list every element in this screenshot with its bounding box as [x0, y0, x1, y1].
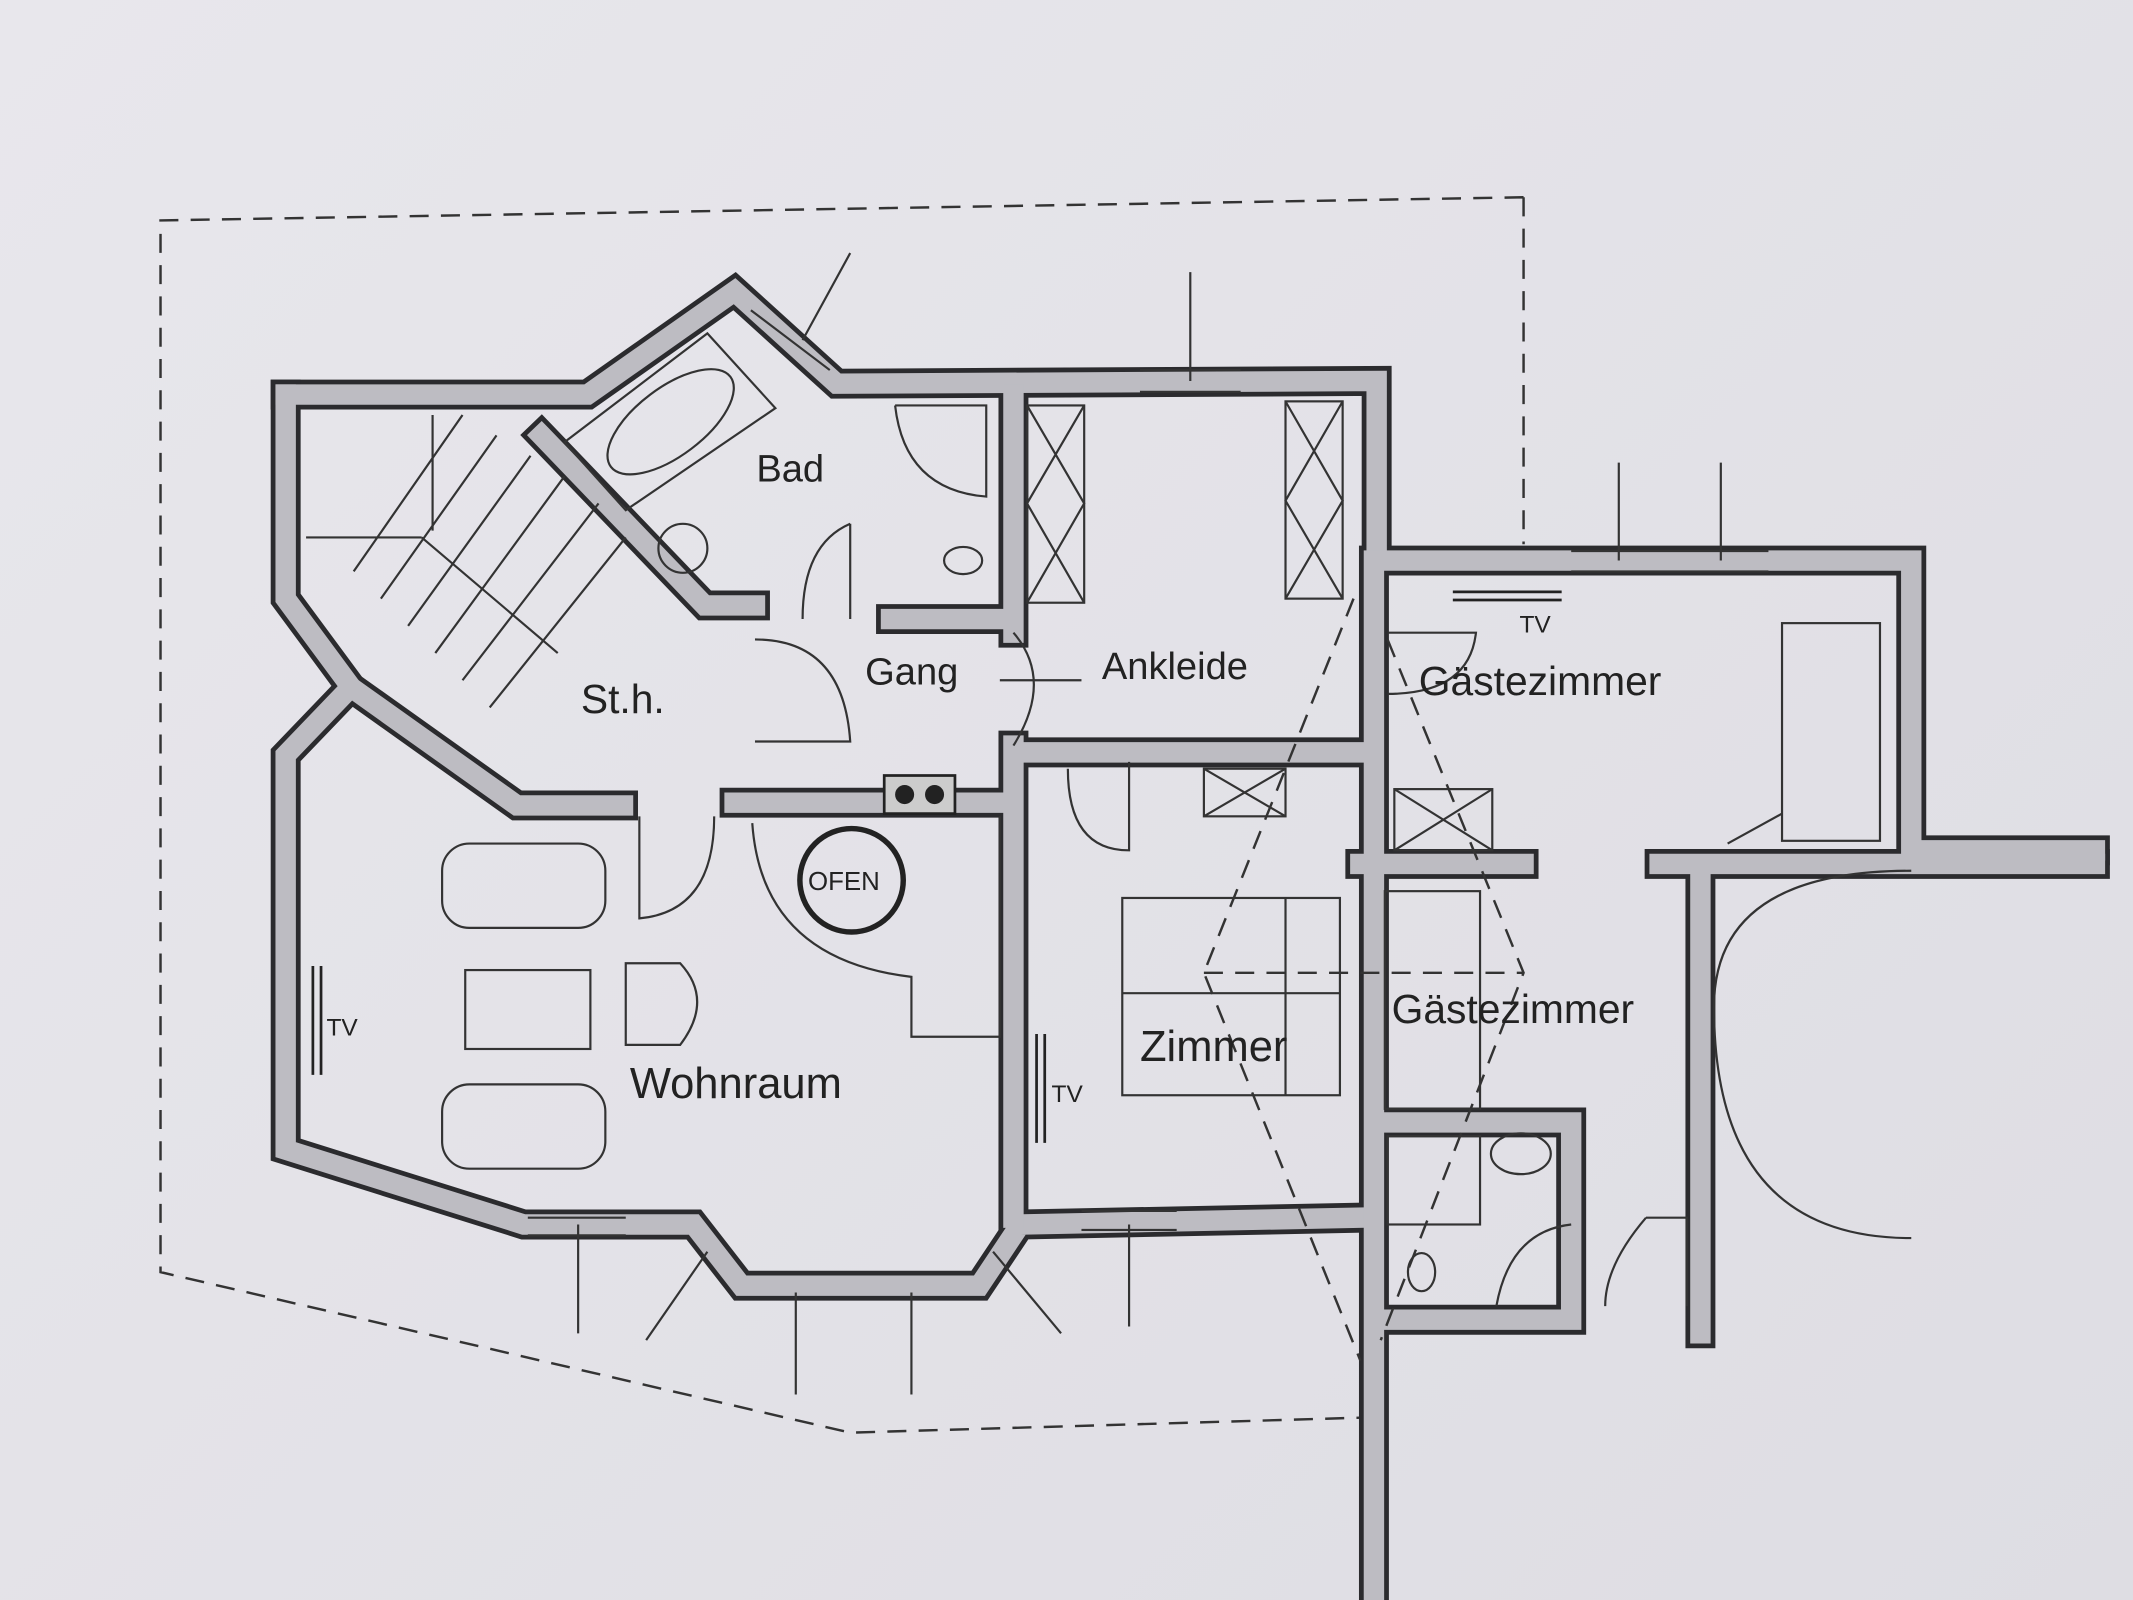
bathtub — [562, 331, 778, 512]
furniture — [441, 622, 1882, 1293]
tv-markers — [311, 590, 1562, 1143]
shower — [894, 404, 988, 498]
walls — [270, 272, 2110, 1600]
tv-label-gaestezimmer: TV — [1519, 612, 1551, 639]
room-label-gaestezimmer-1: Gästezimmer — [1419, 658, 1662, 704]
windows — [527, 252, 1769, 1395]
roof-slope-outline — [1202, 598, 1525, 1362]
sink-icon — [657, 522, 709, 574]
cooktop-icon — [882, 774, 957, 815]
wardrobes — [1025, 400, 1494, 852]
doors — [638, 522, 1912, 1307]
room-label-ankleide: Ankleide — [1102, 646, 1248, 688]
staircase — [306, 414, 627, 709]
room-label-gaestezimmer-2: Gästezimmer — [1392, 986, 1635, 1032]
tv-label-wohnraum: TV — [326, 1014, 358, 1041]
property-boundary — [159, 196, 1525, 1434]
toilet-icon — [942, 545, 984, 576]
oven-label: OFEN — [808, 868, 880, 896]
room-label-bad: Bad — [756, 449, 824, 491]
room-label-gang: Gang — [865, 651, 958, 693]
room-label-zimmer: Zimmer — [1140, 1023, 1287, 1071]
tv-label-zimmer: TV — [1052, 1081, 1084, 1108]
room-label-treppenhaus: St.h. — [581, 676, 665, 722]
oven-icon — [797, 825, 906, 935]
room-label-wohnraum: Wohnraum — [630, 1060, 842, 1108]
